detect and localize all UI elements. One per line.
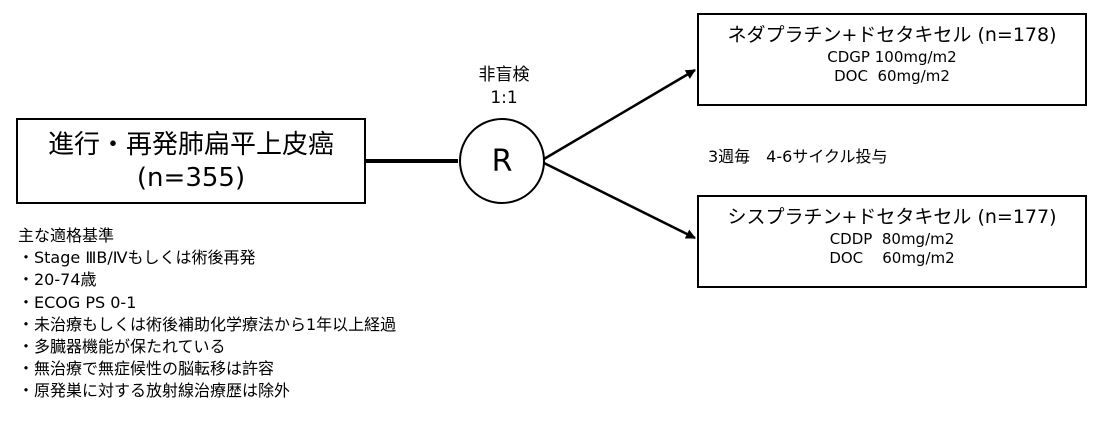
eligibility-criteria: 主な適格基準 ・Stage ⅢB/Ⅳもしくは術後再発 ・20-74歳 ・ECOG… (18, 225, 396, 403)
population-box: 進行・再発肺扁平上皮癌 (n=355) (16, 118, 366, 204)
population-title: 進行・再発肺扁平上皮癌 (47, 130, 334, 160)
population-count: (n=355) (136, 163, 246, 193)
treatment-schedule: 3週毎 4-6サイクル投与 (708, 147, 888, 166)
arrow-to-nedaplatin-arm (543, 68, 696, 161)
arm-title: シスプラチン+ドセタキセル (n=177) (727, 206, 1057, 228)
arm-dose: DOC 60mg/m2 (829, 249, 955, 267)
arm-title: ネダプラチン+ドセタキセル (n=178) (727, 24, 1057, 46)
arm-box-nedaplatin: ネダプラチン+ドセタキセル (n=178) CDGP 100mg/m2 DOC … (697, 13, 1087, 106)
criteria-item: ・ECOG PS 0-1 (18, 292, 137, 312)
arm-box-cisplatin: シスプラチン+ドセタキセル (n=177) CDDP 80mg/m2 DOC 6… (697, 195, 1087, 288)
randomization-symbol: R (491, 144, 513, 179)
criteria-heading: 主な適格基準 (18, 226, 115, 245)
randomization-ratio: 1:1 (490, 88, 518, 108)
criteria-item: ・未治療もしくは術後補助化学療法から1年以上経過 (18, 314, 397, 334)
criteria-item: ・無治療で無症候性の脳転移は許容 (18, 359, 275, 379)
criteria-item: ・多臓器機能が保たれている (18, 337, 226, 357)
arm-dose: CDGP 100mg/m2 (827, 48, 957, 66)
criteria-item: ・原発巣に対する放射線治療歴は除外 (18, 381, 291, 401)
criteria-item: ・Stage ⅢB/Ⅳもしくは術後再発 (18, 248, 256, 268)
arm-dose: DOC 60mg/m2 (834, 67, 950, 85)
arm-dose: CDDP 80mg/m2 (829, 230, 955, 248)
arrow-to-cisplatin-arm (543, 161, 696, 240)
randomization-circle (459, 118, 545, 204)
randomization-label: 非盲検 (478, 65, 530, 85)
criteria-item: ・20-74歳 (18, 270, 97, 290)
